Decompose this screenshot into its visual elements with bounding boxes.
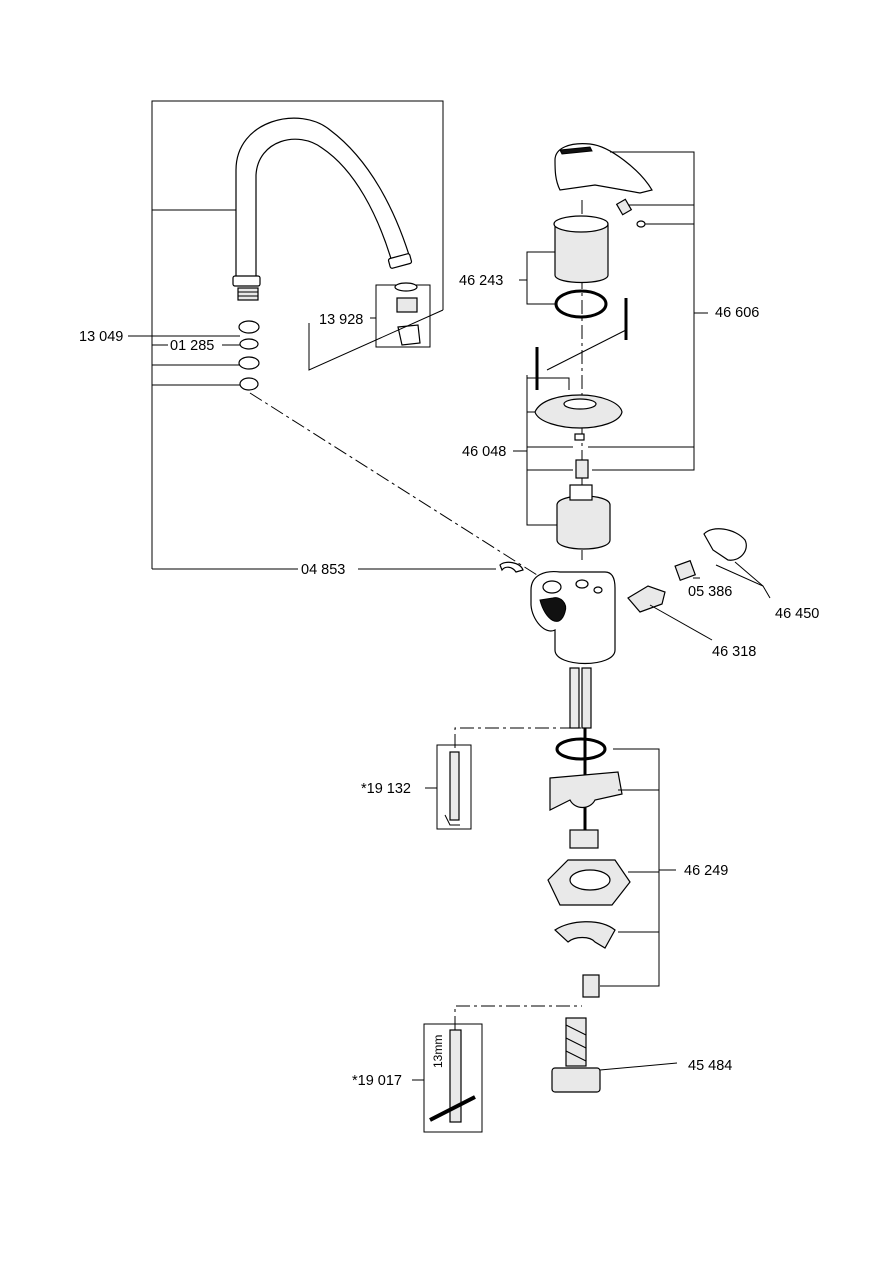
label-hose: 45 484 [688,1058,732,1074]
spout-part [235,117,411,281]
mount-clip [554,921,616,949]
hose: 45 484 [551,1017,732,1093]
label-cap: 46 243 [459,273,503,289]
label-clip: 04 853 [301,562,345,578]
tool-19017-part [449,1029,462,1123]
body-part [530,570,616,665]
label-diverter-kit: 46 450 [775,606,819,622]
diverter-cap [703,528,747,561]
hose-nut [551,1067,601,1093]
flange-plate [534,394,623,429]
label-o-ring: 01 285 [170,338,214,354]
top-assembly: 46 243 46 048 46 606 [459,143,759,560]
cap-o-ring [554,289,608,319]
label-aerator: 13 928 [319,312,363,328]
cap-part [554,224,609,284]
clip-part [499,561,524,573]
mount-washer [549,771,623,811]
mount-nut [582,974,600,998]
label-tool-19017: *19 017 [352,1073,402,1089]
mounting-kit: 46 249 [547,737,728,998]
aerator-part [396,297,418,313]
label-diverter: 05 386 [688,584,732,600]
label-hand-spray-valve: 46 318 [712,644,756,660]
label-spout-kit: 13 049 [79,329,123,345]
tool-19017: 13mm *19 017 [352,1023,483,1133]
label-cartridge-kit: 46 048 [462,444,506,460]
label-handle-kit: 46 606 [715,305,759,321]
label-tool-19132: *19 132 [361,781,411,797]
label-tool-size: 13mm [431,1035,445,1068]
hand-spray-valve [627,585,666,613]
tool-19132: *19 132 [361,744,472,830]
tool-19132-part [449,751,460,821]
spout-inset [128,100,444,570]
handle-lever [554,143,653,194]
mount-o-ring [555,737,607,761]
label-mounting-kit: 46 249 [684,863,728,879]
cartridge-part [556,495,611,550]
